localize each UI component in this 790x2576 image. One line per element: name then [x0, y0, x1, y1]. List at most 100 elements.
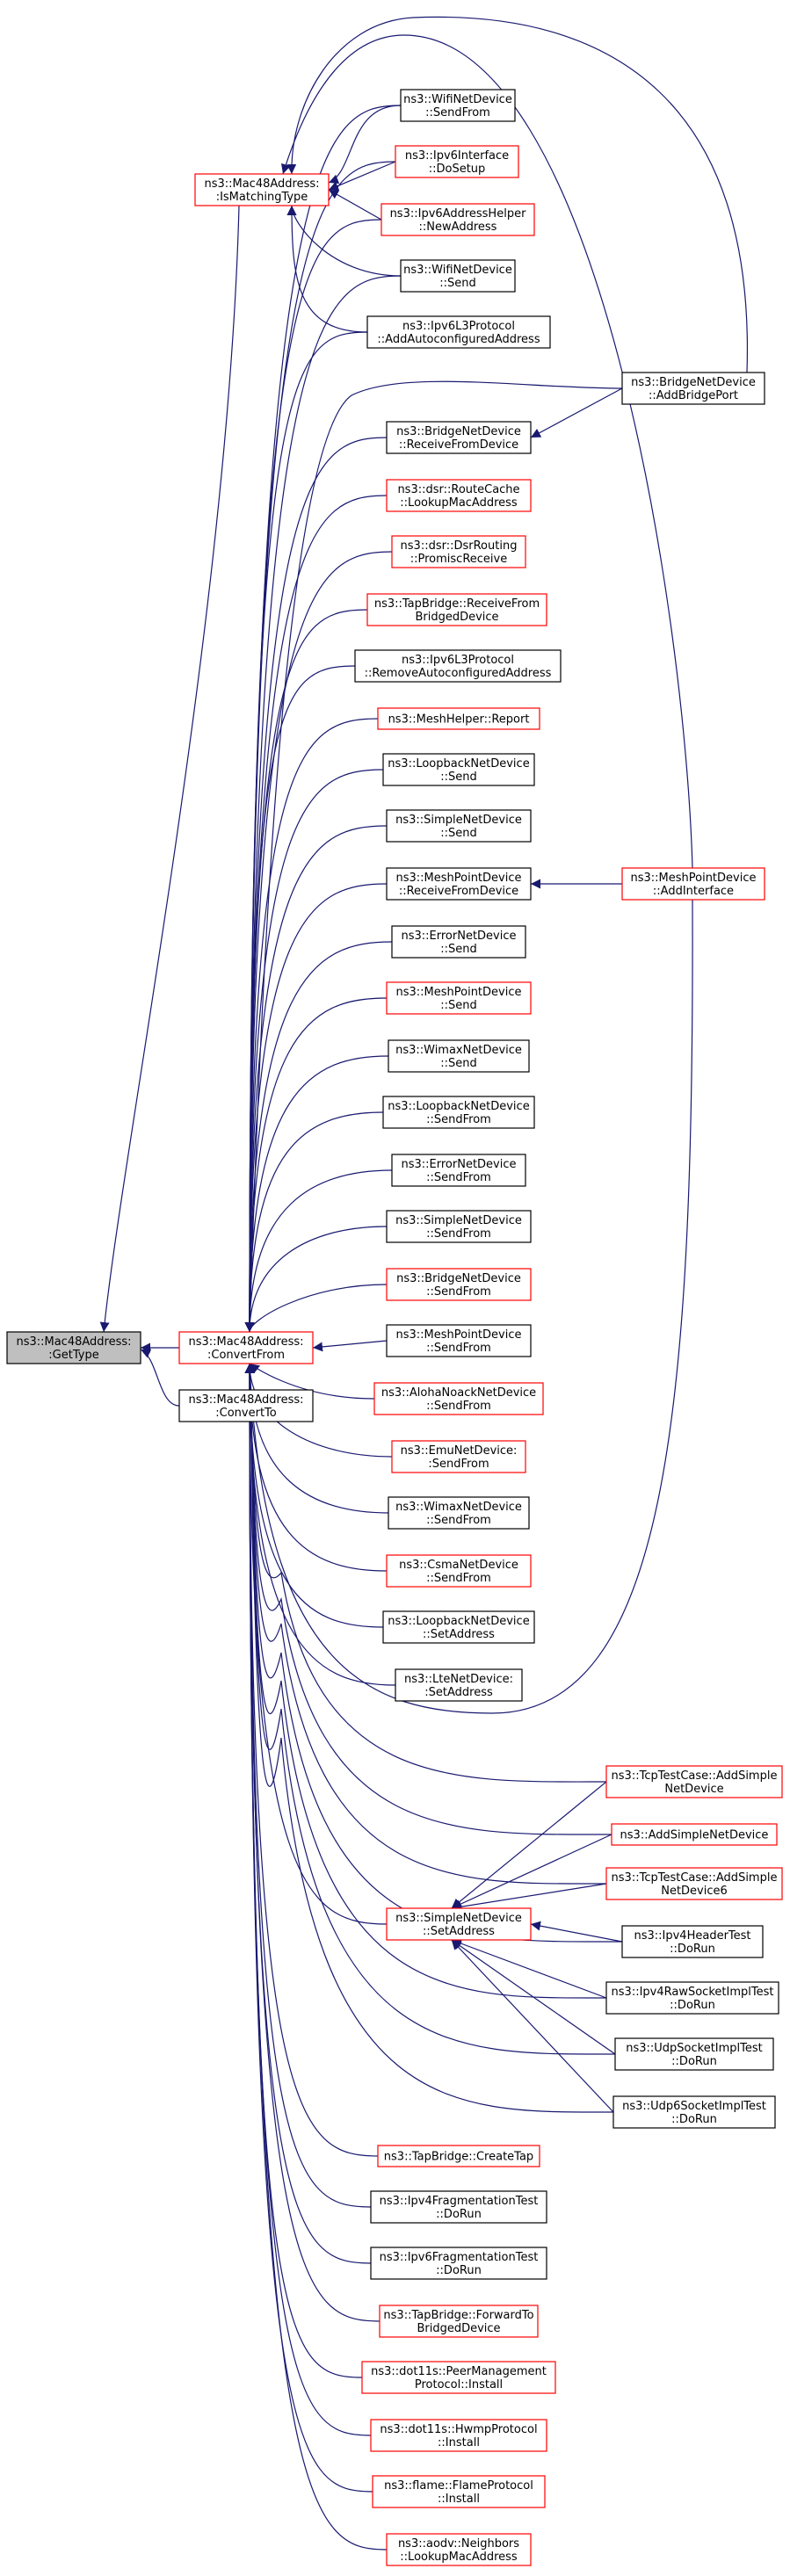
node-label-line: ::SendFrom — [426, 1113, 491, 1126]
node-ismatching[interactable]: ns3::Mac48Address::IsMatchingType — [194, 173, 330, 206]
node-label-line: ::DoRun — [436, 2208, 482, 2221]
node-ipv4header-dorun[interactable]: ns3::Ipv4HeaderTest::DoRun — [621, 1925, 764, 1958]
edge-error-send-to-convertfrom — [244, 941, 393, 1333]
node-emu-sendfrom[interactable]: ns3::EmuNetDevice::SendFrom — [391, 1440, 526, 1473]
node-ipv6l3-removeauto[interactable]: ns3::Ipv6L3Protocol::RemoveAutoconfigure… — [354, 649, 562, 683]
node-box — [621, 372, 765, 405]
edge-tap-createtap-to-convertfrom — [244, 1363, 379, 2157]
node-ipv6l3-addauto[interactable]: ns3::Ipv6L3Protocol::AddAutoconfiguredAd… — [366, 315, 551, 349]
node-error-send[interactable]: ns3::ErrorNetDevice::Send — [391, 925, 526, 959]
node-label-line: ns3::SimpleNetDevice — [395, 814, 522, 827]
node-meshhelper-report[interactable]: ns3::MeshHelper::Report — [377, 707, 540, 730]
node-ipv6if-dosetup[interactable]: ns3::Ipv6Interface::DoSetup — [395, 145, 519, 178]
edge-ipv6l3-addauto-to-ismatching — [286, 205, 368, 333]
node-box — [377, 2145, 540, 2167]
node-wifi-send[interactable]: ns3::WifiNetDevice::Send — [400, 259, 516, 293]
node-error-sendfrom[interactable]: ns3::ErrorNetDevice::SendFrom — [391, 1154, 526, 1187]
node-label-line: ns3::BridgeNetDevice — [631, 376, 756, 389]
node-csma-sendfrom[interactable]: ns3::CsmaNetDevice::SendFrom — [386, 1554, 532, 1588]
node-wimax-send[interactable]: ns3::WimaxNetDevice::Send — [388, 1039, 530, 1073]
node-label-line: ns3::SimpleNetDevice — [395, 1214, 522, 1227]
node-label-line: ns3::UdpSocketImplTest — [626, 2042, 763, 2055]
node-ipv6frag-dorun[interactable]: ns3::Ipv6FragmentationTest::DoRun — [370, 2247, 547, 2280]
edge-ipv6ah-newaddress-to-ismatching — [328, 189, 382, 221]
node-label-line: ns3::Mac48Address: — [204, 177, 319, 191]
edge-emu-sendfrom-to-convertfrom — [244, 1363, 393, 1458]
node-label-line: ::Send — [439, 277, 476, 290]
node-box — [391, 1440, 526, 1473]
node-label-line: :ConvertTo — [215, 1407, 277, 1420]
node-box — [621, 1925, 764, 1958]
edge-layer — [99, 16, 749, 2551]
node-wifi-sendfrom[interactable]: ns3::WifiNetDevice::SendFrom — [400, 89, 516, 122]
node-label-line: ns3::AddSimpleNetDevice — [620, 1829, 769, 1842]
node-label-line: ns3::SimpleNetDevice — [395, 1912, 522, 1925]
node-dsr-routecache[interactable]: ns3::dsr::RouteCache::LookupMacAddress — [386, 479, 532, 512]
node-meshpoint-send[interactable]: ns3::MeshPointDevice::Send — [386, 981, 532, 1015]
node-dot11s-peer[interactable]: ns3::dot11s::PeerManagementProtocol::Ins… — [361, 2361, 556, 2394]
node-loopback-setaddress[interactable]: ns3::LoopbackNetDevice::SetAddress — [382, 1610, 535, 1644]
node-label-line: ns3::LteNetDevice: — [404, 1673, 513, 1686]
node-bridge-receive[interactable]: ns3::BridgeNetDevice::ReceiveFromDevice — [386, 421, 532, 454]
node-label-line: :SetAddress — [424, 1686, 493, 1699]
node-box — [382, 753, 535, 786]
node-aodv-lookup[interactable]: ns3::aodv::Neighbors::LookupMacAddress — [386, 2533, 532, 2566]
node-ipv4raw-dorun[interactable]: ns3::Ipv4RawSocketImplTest::DoRun — [605, 1981, 779, 2015]
node-meshpoint-sendfrom[interactable]: ns3::MeshPointDevice::SendFrom — [386, 1324, 532, 1357]
node-label-line: ns3::WimaxNetDevice — [395, 1501, 522, 1514]
node-wimax-sendfrom[interactable]: ns3::WimaxNetDevice::SendFrom — [388, 1496, 530, 1530]
node-tcptest-addsimple[interactable]: ns3::TcpTestCase::AddSimpleNetDevice — [605, 1765, 783, 1798]
node-tap-createtap[interactable]: ns3::TapBridge::CreateTap — [377, 2145, 540, 2167]
node-simple-send[interactable]: ns3::SimpleNetDevice::Send — [386, 809, 532, 843]
node-aloha-sendfrom[interactable]: ns3::AlohaNoackNetDevice::SendFrom — [373, 1382, 544, 1415]
node-addsimple[interactable]: ns3::AddSimpleNetDevice — [611, 1823, 778, 1846]
node-dsr-promisc[interactable]: ns3::dsr::DsrRouting::PromiscReceive — [391, 535, 526, 568]
node-label-line: ::SendFrom — [426, 1171, 491, 1184]
node-label-line: ::DoSetup — [429, 163, 486, 176]
node-label-line: ns3::Ipv6L3Protocol — [402, 654, 514, 667]
edge-dsr-promisc-to-convertfrom — [244, 551, 393, 1333]
node-udp6-dorun[interactable]: ns3::Udp6SocketImplTest::DoRun — [612, 2095, 776, 2129]
node-label-line: ::Send — [440, 771, 477, 784]
node-loopback-send[interactable]: ns3::LoopbackNetDevice::Send — [382, 753, 535, 786]
node-meshpoint-addif[interactable]: ns3::MeshPointDevice::AddInterface — [621, 867, 765, 901]
node-layer: ns3::Mac48Address::GetTypens3::Mac48Addr… — [6, 89, 783, 2566]
node-label-line: ns3::LoopbackNetDevice — [388, 757, 529, 771]
node-flame-install[interactable]: ns3::flame::FlameProtocol::Install — [372, 2475, 546, 2508]
edge-wifi-send-to-convertfrom — [244, 275, 402, 1333]
node-ipv4frag-dorun[interactable]: ns3::Ipv4FragmentationTest::DoRun — [370, 2190, 547, 2224]
edge-bridge-addport-to-convertfrom — [244, 380, 623, 1333]
node-ipv6ah-newaddress[interactable]: ns3::Ipv6AddressHelper::NewAddress — [381, 203, 535, 236]
node-box — [366, 315, 551, 349]
node-label-line: ::SendFrom — [425, 106, 490, 119]
node-box — [381, 203, 535, 236]
node-bridge-sendfrom[interactable]: ns3::BridgeNetDevice::SendFrom — [386, 1268, 532, 1301]
edge-meshpoint-addif-to-ismatching — [281, 34, 693, 869]
node-gettype[interactable]: ns3::Mac48Address::GetType — [6, 1331, 141, 1364]
edge-convertto-to-gettype — [140, 1349, 180, 1407]
node-simple-setaddress[interactable]: ns3::SimpleNetDevice::SetAddress — [386, 1907, 532, 1941]
edge-udp6-dorun-to-convertfrom — [244, 1363, 614, 2113]
node-label-line: ns3::Mac48Address: — [16, 1335, 131, 1349]
node-meshpoint-receive[interactable]: ns3::MeshPointDevice::ReceiveFromDevice — [386, 867, 532, 901]
node-label-line: ns3::BridgeNetDevice — [396, 1272, 521, 1285]
node-udp-dorun[interactable]: ns3::UdpSocketImplTest::DoRun — [614, 2037, 774, 2071]
node-convertto[interactable]: ns3::Mac48Address::ConvertTo — [178, 1389, 314, 1422]
node-label-line: ns3::EmuNetDevice: — [401, 1444, 518, 1458]
node-label-line: ::ReceiveFromDevice — [399, 438, 518, 452]
node-box — [194, 173, 330, 206]
edge-wifi-sendfrom-to-ismatching — [328, 105, 402, 184]
node-simple-sendfrom[interactable]: ns3::SimpleNetDevice::SendFrom — [386, 1210, 532, 1243]
node-box — [373, 1382, 544, 1415]
node-label-line: :IsMatchingType — [216, 191, 308, 204]
node-convertfrom[interactable]: ns3::Mac48Address::ConvertFrom — [178, 1331, 314, 1364]
node-loopback-sendfrom[interactable]: ns3::LoopbackNetDevice::SendFrom — [382, 1096, 535, 1129]
node-dot11s-hwmp[interactable]: ns3::dot11s::HwmpProtocol::Install — [370, 2419, 547, 2452]
edge-bridge-addport-to-bridge-receive — [530, 387, 623, 438]
node-lte-setaddress[interactable]: ns3::LteNetDevice::SetAddress — [395, 1668, 523, 1702]
node-bridge-addport[interactable]: ns3::BridgeNetDevice::AddBridgePort — [621, 372, 765, 405]
node-label-line: ns3::LoopbackNetDevice — [388, 1615, 529, 1628]
